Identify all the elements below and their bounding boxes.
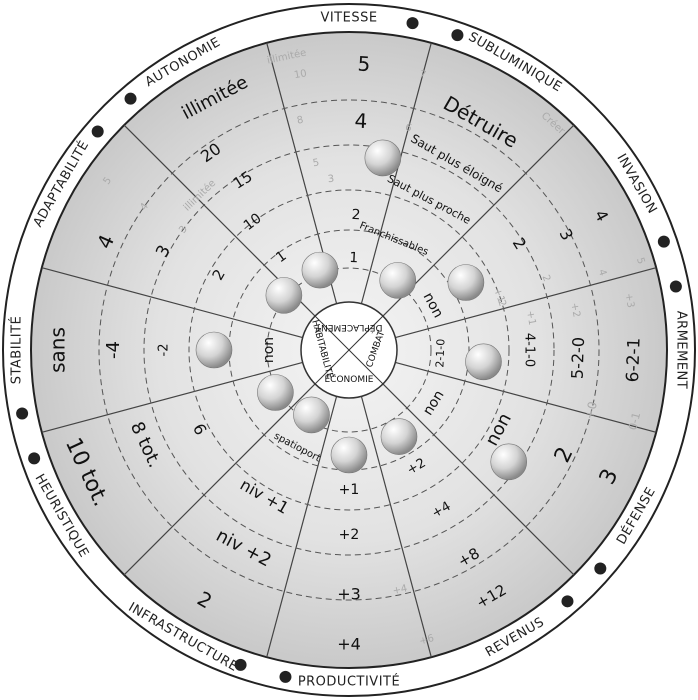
marker-token[interactable] bbox=[302, 252, 338, 288]
marker-token[interactable] bbox=[465, 344, 501, 380]
fuel-icon bbox=[125, 93, 137, 105]
shield-icon bbox=[594, 562, 606, 574]
rim-label-armement: ARMEMENT bbox=[674, 311, 689, 389]
cell-value: +3 bbox=[337, 585, 361, 604]
hub: DÉPLACEMENT COMBAT ÉCONOMIE HABITABILITÉ bbox=[301, 302, 397, 398]
crosshair-icon bbox=[670, 280, 682, 292]
cell-value: 5-2-0 bbox=[568, 337, 588, 380]
globe-icon bbox=[92, 126, 104, 138]
cell-value: 2-1-0 bbox=[433, 339, 447, 368]
cell-value: -2 bbox=[157, 344, 172, 357]
eye-icon bbox=[407, 17, 419, 29]
marker-token[interactable] bbox=[365, 140, 401, 176]
brain-icon bbox=[28, 452, 40, 464]
target-icon bbox=[451, 29, 463, 41]
marker-token[interactable] bbox=[196, 332, 232, 368]
factory-icon bbox=[279, 671, 291, 683]
marker-token[interactable] bbox=[380, 262, 416, 298]
marker-token[interactable] bbox=[381, 419, 417, 455]
rim-label-vitesse: VITESSE bbox=[320, 11, 377, 26]
marker-token[interactable] bbox=[257, 375, 293, 411]
hub-deplacement: DÉPLACEMENT bbox=[315, 322, 382, 334]
marker-token[interactable] bbox=[266, 277, 302, 313]
gear-icon bbox=[658, 236, 670, 248]
building-icon bbox=[235, 659, 247, 671]
cell-value: non bbox=[261, 337, 277, 363]
cell-value: sans bbox=[46, 327, 70, 373]
cell-value: 5 bbox=[357, 52, 371, 77]
hammer-icon bbox=[16, 408, 28, 420]
cell-value: 2 bbox=[351, 207, 361, 223]
marker-token[interactable] bbox=[491, 444, 527, 480]
marker-token[interactable] bbox=[448, 265, 484, 301]
cell-value: 4-1-0 bbox=[522, 333, 537, 367]
cell-value: +2 bbox=[339, 527, 360, 543]
cell-value: -4 bbox=[103, 341, 124, 359]
card-icon bbox=[561, 595, 573, 607]
cell-value: 10 bbox=[293, 68, 307, 81]
marker-token[interactable] bbox=[331, 437, 367, 473]
cell-value: +1 bbox=[339, 482, 360, 498]
cell-value: 1 bbox=[349, 250, 359, 266]
marker-token[interactable] bbox=[294, 397, 330, 433]
cell-value: 6-2-1 bbox=[623, 337, 645, 382]
cell-value: 4 bbox=[354, 108, 368, 133]
rim-label-stabilite: STABILITÉ bbox=[9, 316, 25, 385]
rim-label-productivite: PRODUCTIVITÉ bbox=[298, 674, 400, 690]
cell-value: +4 bbox=[337, 635, 361, 654]
cell-value: 3 bbox=[327, 174, 334, 186]
